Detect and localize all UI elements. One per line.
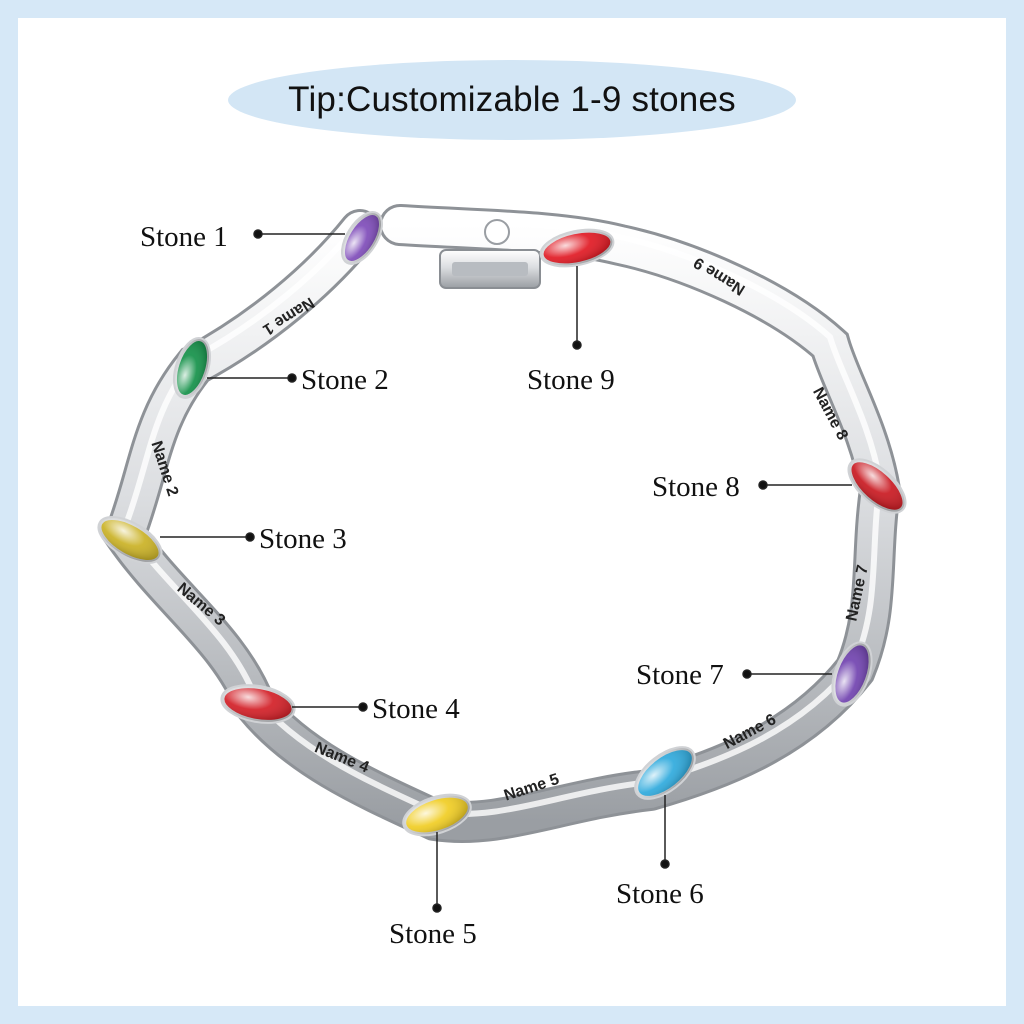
gem-stone-2 xyxy=(172,337,212,399)
leader-dot-8 xyxy=(758,480,768,490)
label-stone-5: Stone 5 xyxy=(389,918,477,950)
label-stone-6: Stone 6 xyxy=(616,878,704,910)
label-stone-3: Stone 3 xyxy=(259,523,347,555)
gem-stone-7 xyxy=(831,641,873,707)
label-stone-1: Stone 1 xyxy=(140,221,228,253)
leader-dot-4 xyxy=(358,702,368,712)
label-stone-2: Stone 2 xyxy=(301,364,389,396)
label-stone-7: Stone 7 xyxy=(636,659,724,691)
gem-stone-9 xyxy=(539,228,615,268)
tip-banner: Tip:Customizable 1-9 stones xyxy=(228,60,796,140)
gem-stone-4 xyxy=(220,684,296,724)
clasp xyxy=(439,219,541,289)
image-frame xyxy=(18,18,1006,1006)
callout-lines xyxy=(160,229,852,913)
gem-stone-8 xyxy=(847,458,907,514)
leader-dot-2 xyxy=(287,373,297,383)
gem-stone-6 xyxy=(634,746,696,800)
leader-dot-1 xyxy=(253,229,263,239)
leader-dot-7 xyxy=(742,669,752,679)
leader-dot-3 xyxy=(245,532,255,542)
leader-dot-5 xyxy=(432,903,442,913)
gemstones xyxy=(97,211,907,837)
label-stone-9: Stone 9 xyxy=(527,364,615,396)
stone-labels: Stone 1 Stone 2 Stone 3 Stone 4 Stone 5 … xyxy=(140,221,740,950)
label-stone-8: Stone 8 xyxy=(652,471,740,503)
tip-text: Tip:Customizable 1-9 stones xyxy=(288,80,736,119)
leader-dot-6 xyxy=(660,859,670,869)
gem-stone-1 xyxy=(340,211,384,265)
label-stone-4: Stone 4 xyxy=(372,693,460,725)
leader-dot-9 xyxy=(572,340,582,350)
gem-stone-5 xyxy=(402,793,472,837)
gem-stone-3 xyxy=(97,516,163,564)
